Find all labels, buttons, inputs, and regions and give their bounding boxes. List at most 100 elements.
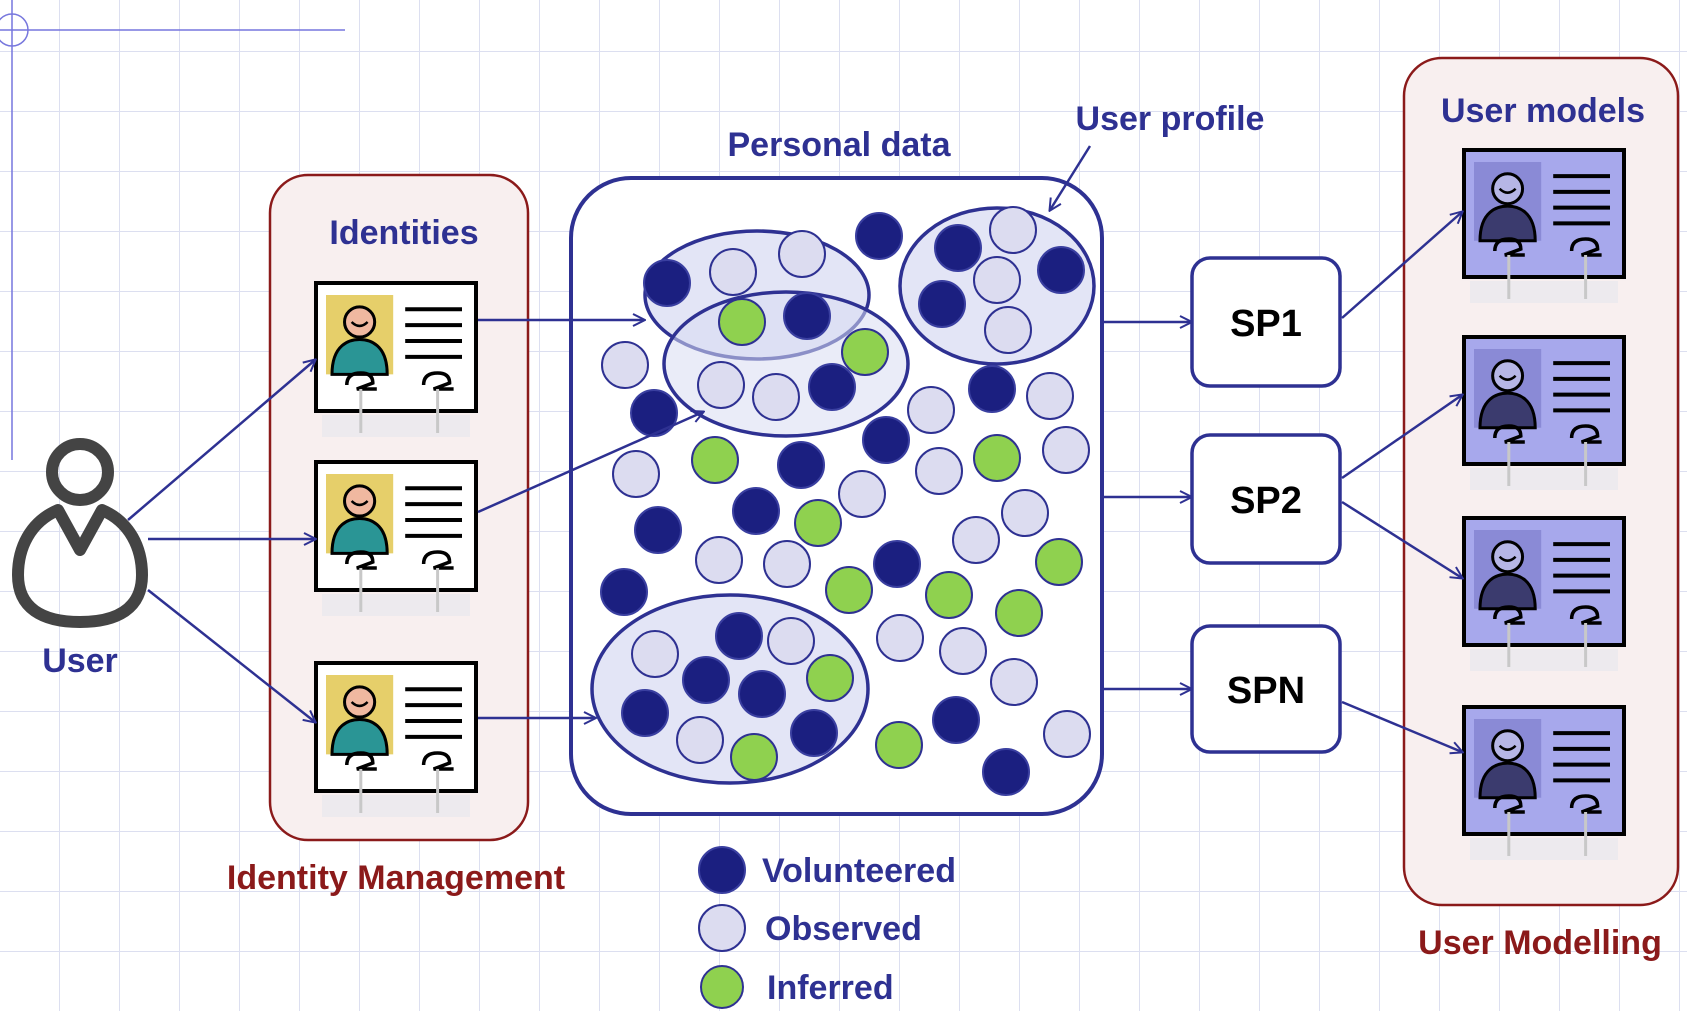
inferred-data-dot xyxy=(995,589,1043,637)
observed-data-dot xyxy=(915,447,963,495)
observed-data-dot xyxy=(952,516,1000,564)
inferred-data-dot xyxy=(875,721,923,769)
identity-card-icon-2 xyxy=(314,460,478,616)
arrow-sp2-to-model-3 xyxy=(1341,500,1462,578)
observed-data-dot xyxy=(612,450,660,498)
spn-box: SPN xyxy=(1190,624,1342,754)
volunteered-data-dot xyxy=(600,568,648,616)
observed-data-dot xyxy=(709,248,757,296)
volunteered-data-dot xyxy=(855,212,903,260)
user-profile-pointer-arrow xyxy=(1050,145,1092,210)
identity-cards xyxy=(314,281,478,817)
identity-management-label: Identity Management xyxy=(227,859,565,897)
volunteered-data-dot xyxy=(682,656,730,704)
volunteered-data-dot xyxy=(932,696,980,744)
observed-data-dot xyxy=(676,716,724,764)
spn-label: SPN xyxy=(1227,670,1305,712)
observed-data-dot xyxy=(990,658,1038,706)
user-models-title: User models xyxy=(1441,92,1645,130)
user-label: User xyxy=(42,642,118,680)
arrow-spn-to-model-4 xyxy=(1341,700,1462,752)
legend-observed-swatch xyxy=(698,904,746,952)
volunteered-data-dot xyxy=(634,506,682,554)
personal-data-dots xyxy=(600,206,1091,796)
inferred-data-dot xyxy=(718,298,766,346)
sp2-box: SP2 xyxy=(1190,433,1342,565)
identity-card-icon-1 xyxy=(314,281,478,437)
identities-title: Identities xyxy=(329,214,478,252)
legend: Volunteered Observed Inferred xyxy=(698,846,956,1009)
arrow-user-to-identity-1 xyxy=(127,360,315,521)
legend-inferred-label: Inferred xyxy=(767,969,894,1007)
observed-data-dot xyxy=(876,614,924,662)
volunteered-data-dot xyxy=(643,259,691,307)
sp1-box: SP1 xyxy=(1190,256,1342,388)
inferred-data-dot xyxy=(841,328,889,376)
inferred-data-dot xyxy=(925,571,973,619)
arrow-sp1-to-model-1 xyxy=(1341,212,1462,319)
sp2-label: SP2 xyxy=(1230,480,1302,522)
volunteered-data-dot xyxy=(982,748,1030,796)
volunteered-data-dot xyxy=(732,487,780,535)
inferred-data-dot xyxy=(1035,538,1083,586)
inferred-data-dot xyxy=(973,434,1021,482)
observed-data-dot xyxy=(907,386,955,434)
user-model-card-icon-4 xyxy=(1462,705,1626,860)
observed-data-dot xyxy=(778,230,826,278)
legend-inferred-swatch xyxy=(700,965,744,1009)
observed-data-dot xyxy=(989,206,1037,254)
observed-data-dot xyxy=(767,617,815,665)
volunteered-data-dot xyxy=(630,389,678,437)
volunteered-data-dot xyxy=(808,363,856,411)
arrow-identity-2-to-data xyxy=(477,412,703,514)
user-profile-label: User profile xyxy=(1076,100,1265,138)
slide-corner-decoration xyxy=(0,0,345,460)
inferred-data-dot xyxy=(825,566,873,614)
observed-data-dot xyxy=(1042,426,1090,474)
volunteered-data-dot xyxy=(1037,246,1085,294)
volunteered-data-dot xyxy=(783,292,831,340)
volunteered-data-dot xyxy=(873,540,921,588)
legend-volunteered-label: Volunteered xyxy=(762,852,956,890)
volunteered-data-dot xyxy=(715,612,763,660)
identity-card-icon-3 xyxy=(314,661,478,817)
inferred-data-dot xyxy=(794,499,842,547)
arrow-sp2-to-model-2 xyxy=(1341,395,1462,480)
observed-data-dot xyxy=(695,536,743,584)
observed-data-dot xyxy=(601,341,649,389)
observed-data-dot xyxy=(973,256,1021,304)
legend-volunteered-swatch xyxy=(698,846,746,894)
inferred-data-dot xyxy=(730,733,778,781)
user-model-card-icon-1 xyxy=(1462,148,1626,303)
sp1-label: SP1 xyxy=(1230,303,1302,345)
observed-data-dot xyxy=(1026,372,1074,420)
legend-observed-label: Observed xyxy=(765,910,922,948)
volunteered-data-dot xyxy=(968,365,1016,413)
observed-data-dot xyxy=(1043,710,1091,758)
volunteered-data-dot xyxy=(777,441,825,489)
volunteered-data-dot xyxy=(918,280,966,328)
observed-data-dot xyxy=(752,373,800,421)
observed-data-dot xyxy=(697,361,745,409)
inferred-data-dot xyxy=(691,436,739,484)
volunteered-data-dot xyxy=(934,224,982,272)
user-model-cards xyxy=(1462,148,1626,860)
observed-data-dot xyxy=(838,470,886,518)
observed-data-dot xyxy=(984,306,1032,354)
arrow-user-to-identity-3 xyxy=(147,589,315,722)
user-icon xyxy=(12,438,148,628)
volunteered-data-dot xyxy=(621,689,669,737)
personal-data-title: Personal data xyxy=(728,126,952,164)
observed-data-dot xyxy=(763,540,811,588)
observed-data-dot xyxy=(939,627,987,675)
inferred-data-dot xyxy=(806,654,854,702)
volunteered-data-dot xyxy=(790,709,838,757)
volunteered-data-dot xyxy=(862,416,910,464)
volunteered-data-dot xyxy=(738,670,786,718)
observed-data-dot xyxy=(1001,489,1049,537)
user-model-card-icon-3 xyxy=(1462,516,1626,671)
observed-data-dot xyxy=(631,630,679,678)
user-model-card-icon-2 xyxy=(1462,335,1626,490)
user-modelling-label: User Modelling xyxy=(1418,924,1662,962)
